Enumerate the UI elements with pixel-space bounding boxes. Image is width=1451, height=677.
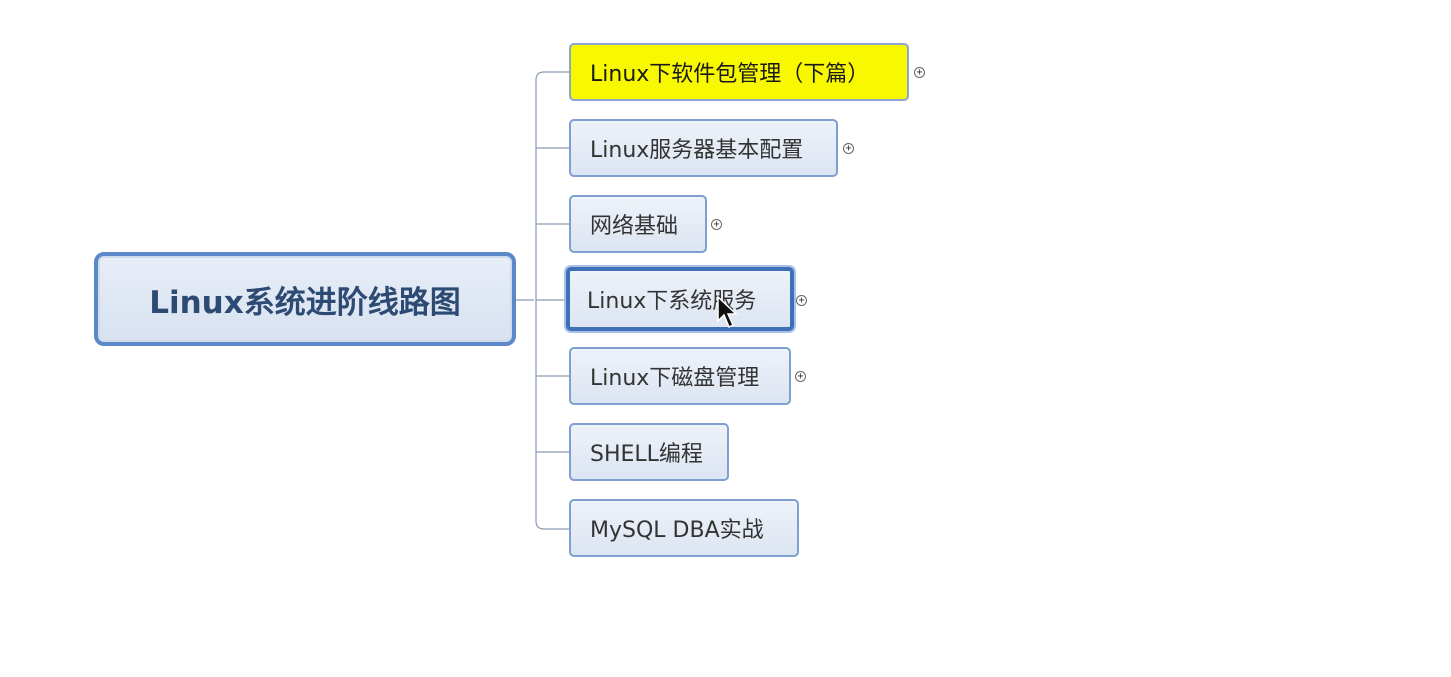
topic-server-config[interactable]: Linux服务器基本配置: [569, 119, 838, 177]
topic-label: MySQL DBA实战: [590, 518, 764, 543]
expand-icon[interactable]: +: [711, 219, 722, 230]
topic-label: Linux下磁盘管理: [590, 366, 760, 391]
expand-icon[interactable]: +: [843, 143, 854, 154]
topic-mysql-dba[interactable]: MySQL DBA实战: [569, 499, 799, 557]
expand-icon[interactable]: +: [795, 371, 806, 382]
topic-shell-programming[interactable]: SHELL编程: [569, 423, 729, 481]
topic-label: 网络基础: [590, 214, 679, 239]
topic-label: Linux服务器基本配置: [590, 138, 804, 163]
mouse-cursor-icon: [717, 295, 738, 329]
topic-package-management[interactable]: Linux下软件包管理（下篇）: [569, 43, 909, 101]
topic-system-services[interactable]: Linux下系统服务: [566, 267, 794, 331]
topic-label: Linux下软件包管理（下篇）: [590, 62, 870, 87]
root-topic-label: Linux系统进阶线路图: [149, 284, 461, 321]
topic-network-basics[interactable]: 网络基础: [569, 195, 707, 253]
topic-label: SHELL编程: [590, 442, 703, 467]
expand-icon[interactable]: +: [796, 295, 807, 306]
topic-disk-management[interactable]: Linux下磁盘管理: [569, 347, 791, 405]
root-topic[interactable]: Linux系统进阶线路图: [94, 252, 516, 346]
expand-icon[interactable]: +: [914, 67, 925, 78]
